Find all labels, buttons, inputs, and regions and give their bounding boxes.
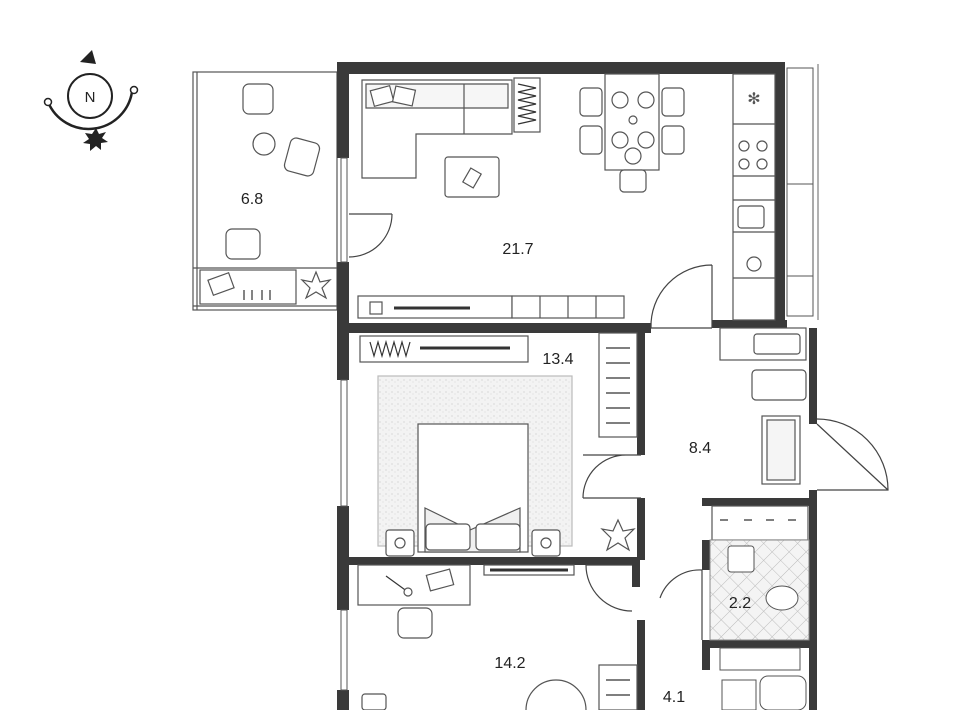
bedroom-door [582, 454, 641, 499]
doors [348, 213, 889, 640]
sun-icon [83, 128, 108, 151]
walls [337, 62, 817, 710]
plant-icon [300, 270, 332, 300]
compass-ring [67, 73, 113, 119]
balcony-furniture [199, 83, 332, 305]
balcony [192, 71, 338, 311]
living-furniture: ✻ [357, 73, 776, 321]
north-arrow-icon [80, 50, 96, 64]
bathroom-door [659, 569, 703, 640]
room-area-second-bedroom: 14.2 [494, 655, 525, 672]
room-area-second-bathroom: 4.1 [663, 689, 685, 706]
hallway-furniture [711, 327, 809, 541]
compass-arc [46, 91, 134, 131]
room-area-bathroom: 2.2 [729, 595, 751, 612]
entry-door [816, 418, 889, 491]
second-room-door [585, 564, 633, 612]
second-room-furniture [357, 564, 638, 710]
freezer-icon: ✻ [747, 91, 760, 108]
cooktop-icon [738, 140, 768, 170]
dishwasher-icon [746, 256, 762, 272]
balcony-door [348, 213, 393, 258]
room-area-living: 21.7 [502, 241, 533, 258]
room-area-hallway: 8.4 [689, 440, 711, 457]
bedroom-furniture [359, 332, 638, 557]
sink-icon [737, 205, 765, 229]
area-labels: 6.8 21.7 13.4 8.4 2.2 14.2 4.1 [241, 191, 751, 706]
room-area-balcony: 6.8 [241, 191, 263, 208]
bathroom [709, 539, 810, 710]
compass: N [43, 50, 139, 151]
compass-letter: N [85, 89, 96, 106]
room-area-bedroom: 13.4 [542, 351, 573, 368]
kitchen-arch [650, 264, 713, 329]
windows [340, 64, 819, 691]
plant-icon [600, 518, 636, 552]
